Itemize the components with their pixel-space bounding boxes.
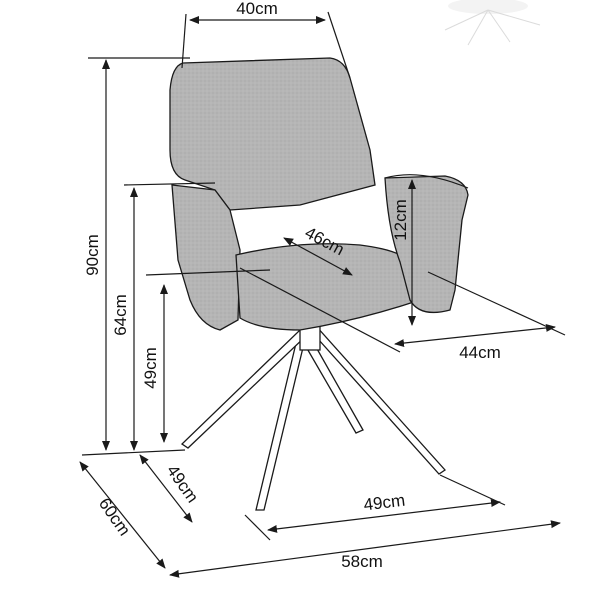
label-base-width: 49cm xyxy=(363,491,407,515)
chair-base xyxy=(180,321,446,511)
chair-right-arm xyxy=(384,175,469,314)
label-armrest-to-seat: 12cm xyxy=(391,199,410,241)
label-total-height: 90cm xyxy=(83,234,102,276)
label-armrest-height: 64cm xyxy=(111,294,130,336)
dimension-lines xyxy=(79,11,566,578)
label-overall-width: 58cm xyxy=(341,552,383,571)
chair-backrest xyxy=(169,57,376,211)
label-seat-width: 44cm xyxy=(459,343,501,362)
label-base-depth: 49cm xyxy=(163,461,202,506)
chair-left-arm xyxy=(171,184,241,331)
label-top-width: 40cm xyxy=(236,0,278,18)
chair-illustration xyxy=(169,57,469,511)
chair-seat xyxy=(235,243,421,331)
thumbnail-chair xyxy=(444,0,541,46)
label-overall-depth: 60cm xyxy=(95,494,134,539)
label-seat-height: 49cm xyxy=(141,347,160,389)
